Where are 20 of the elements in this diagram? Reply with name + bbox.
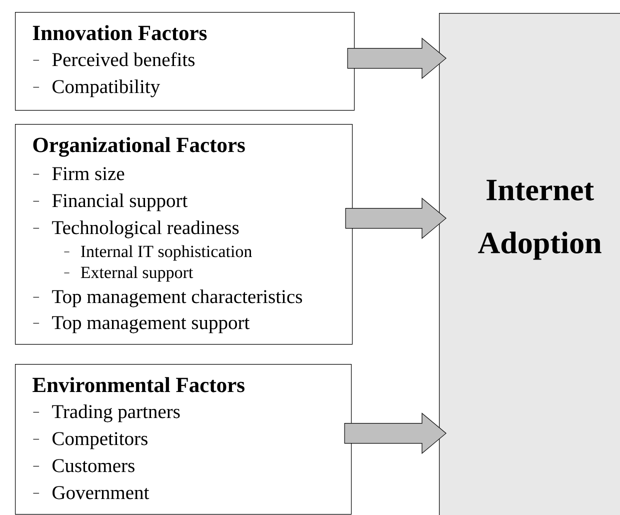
block-arrow: [347, 38, 446, 79]
list-item: Government: [32, 486, 150, 500]
list-item: Competitors: [32, 432, 148, 450]
block-arrow: [344, 412, 446, 454]
list-item: Technological readiness: [32, 220, 239, 238]
list-item: Top management support: [32, 316, 250, 334]
block-arrow: [345, 198, 446, 239]
box-heading: Innovation Factors: [32, 25, 207, 40]
list-item: Top management characteristics: [32, 289, 302, 308]
list-item: Customers: [32, 459, 134, 472]
outcome-box: Internet Adoption: [439, 13, 620, 515]
list-item: Perceived benefits: [32, 52, 194, 66]
list-item: External support: [64, 266, 194, 282]
list-item: Firm size: [32, 167, 124, 180]
list-item: Trading partners: [32, 404, 180, 422]
box-heading: Organizational Factors: [33, 137, 245, 157]
list-item: Internal IT sophistication: [64, 245, 252, 261]
list-item: Financial support: [32, 193, 188, 212]
list-item: Compatibility: [32, 79, 160, 98]
box-heading: Environmental Factors: [32, 377, 244, 392]
